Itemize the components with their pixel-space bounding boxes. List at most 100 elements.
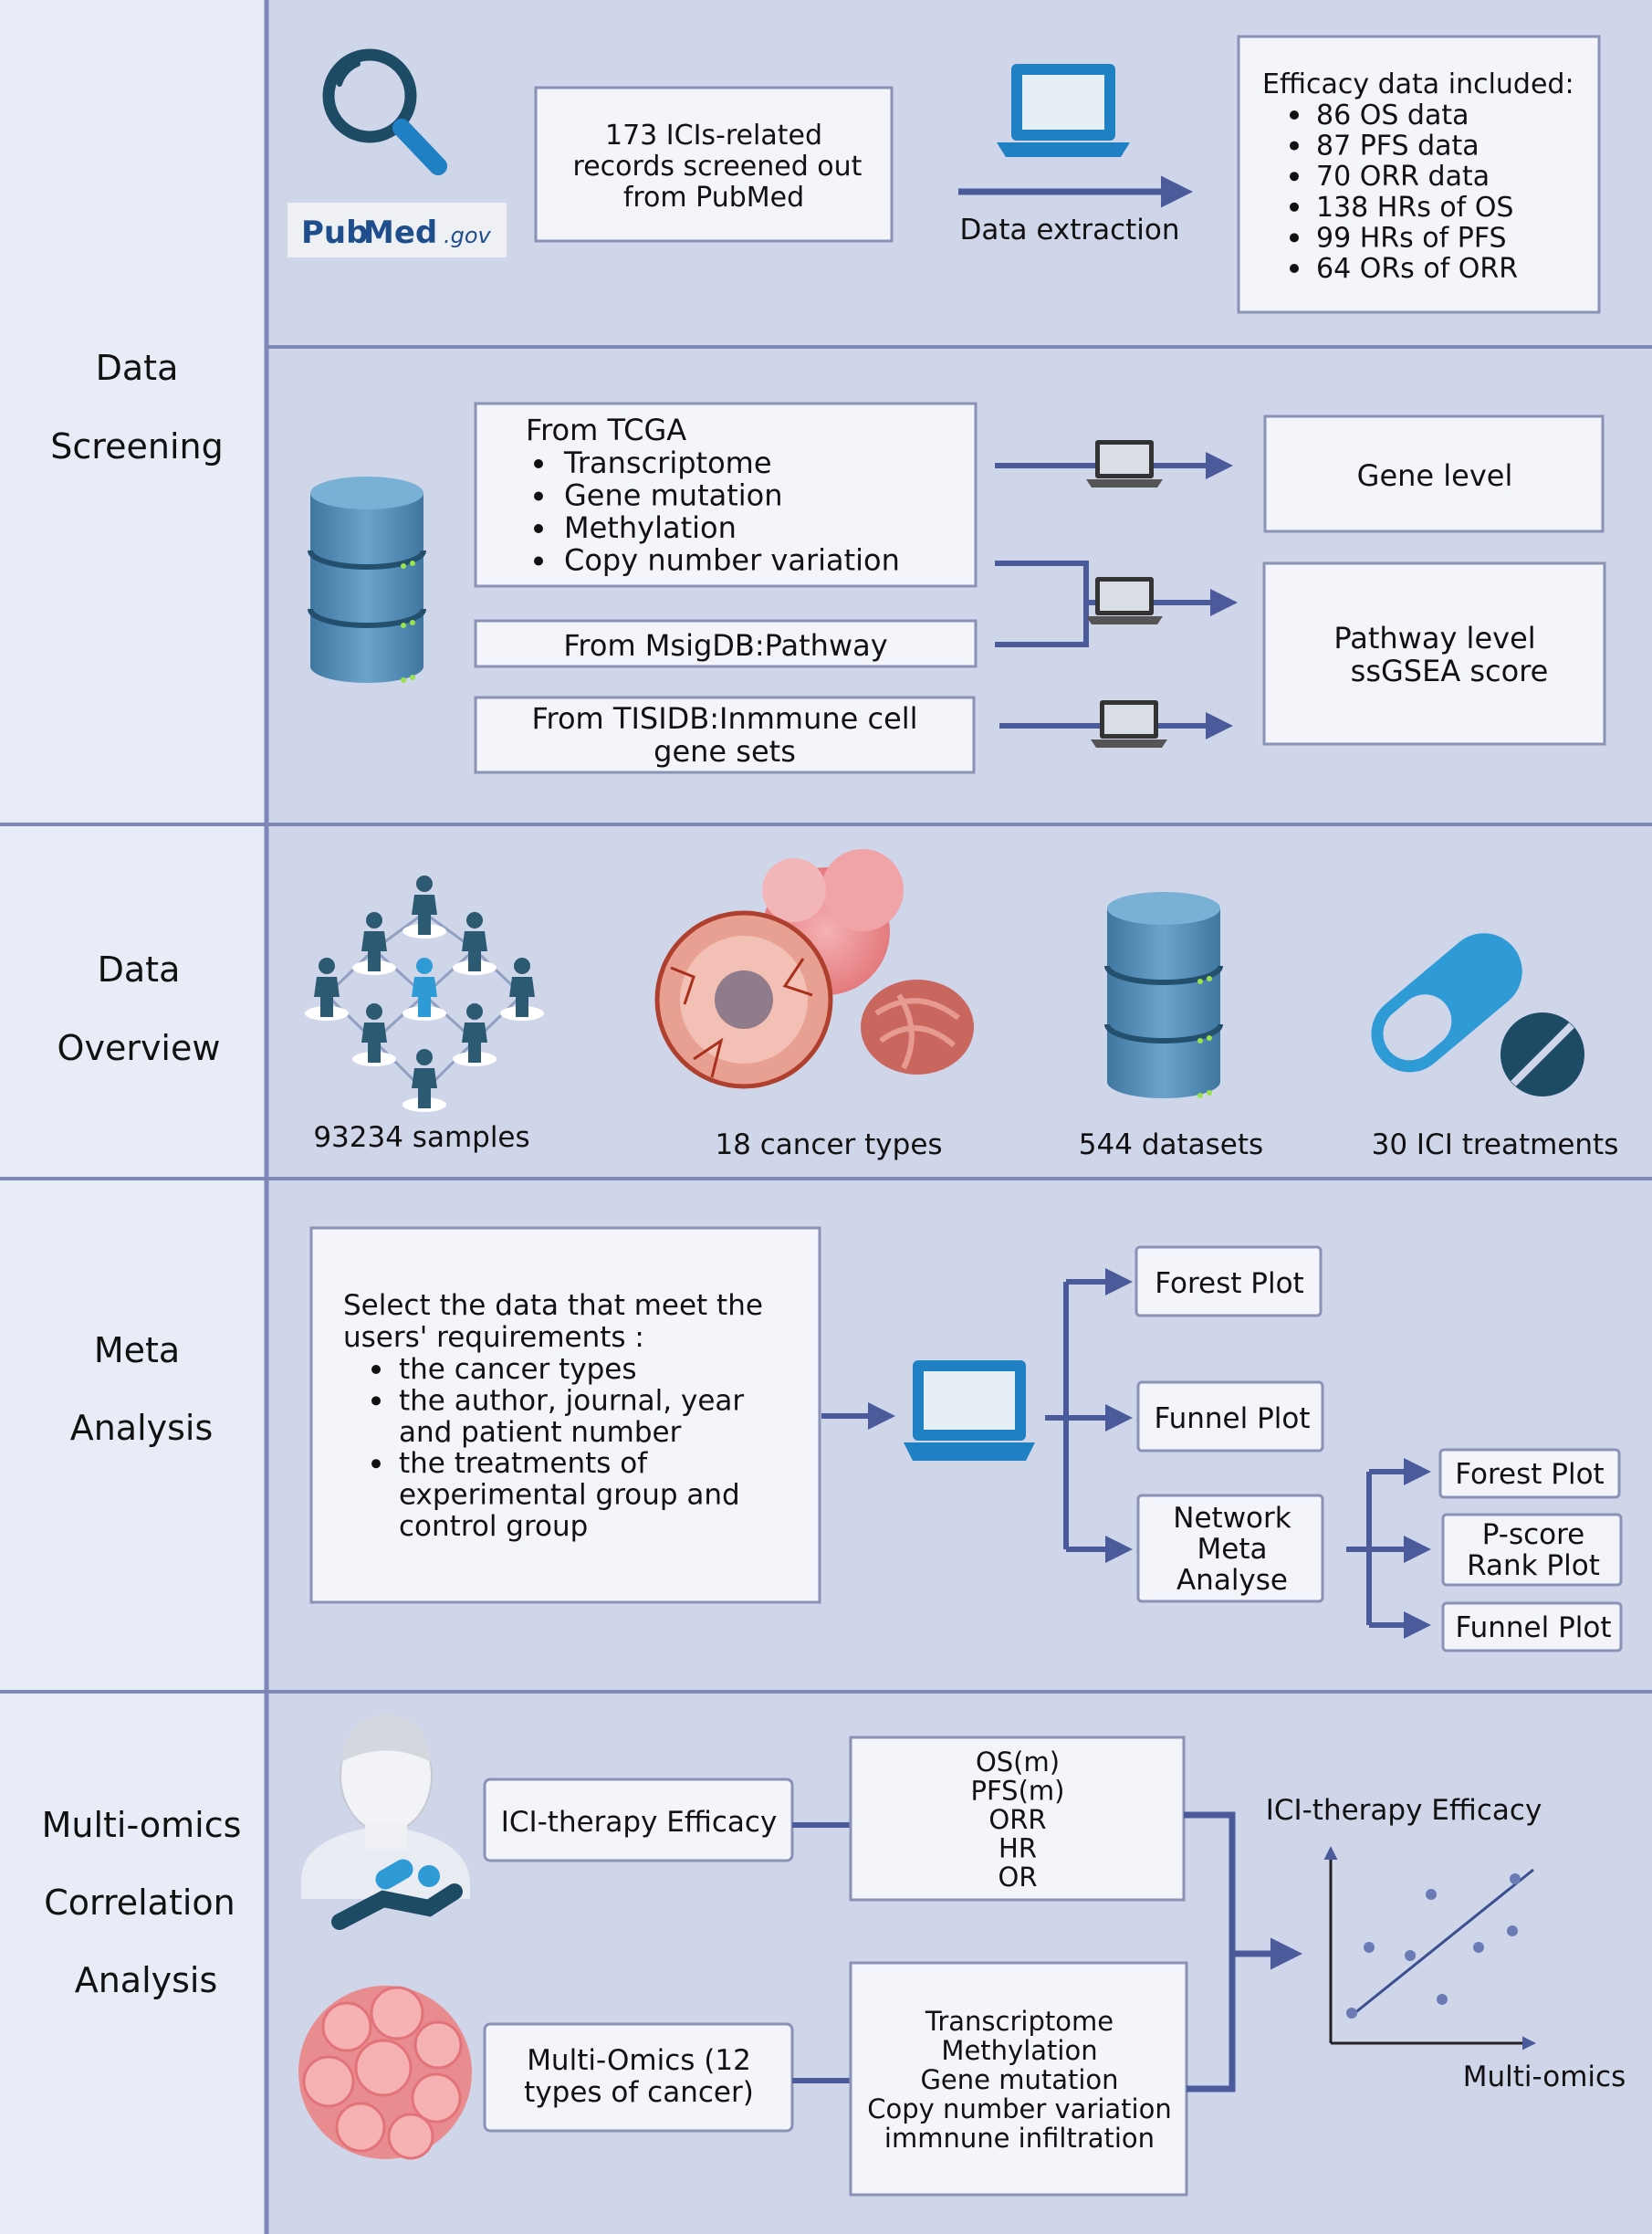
section-label-data-overview: Data Overview [58, 949, 221, 1068]
cancer-cells-icon [654, 849, 974, 1089]
forest-plot-box: Forest Plot [1134, 1245, 1323, 1317]
records-box: 173 ICIs-related records screened out fr… [534, 86, 894, 243]
omics-type: Copy number variation [867, 2093, 1171, 2124]
database-icon [1107, 892, 1220, 1098]
forest-plot-label: Forest Plot [1155, 1267, 1303, 1300]
network-meta-box: Network Meta Analyse [1136, 1494, 1324, 1603]
efficacy-item: 99 HRs of PFS [1316, 222, 1507, 254]
efficacy-metric: PFS(m) [971, 1776, 1065, 1807]
pscore-label: Rank Plot [1467, 1549, 1600, 1582]
label-line: Analysis [70, 1408, 214, 1448]
label-line: Data [96, 348, 179, 388]
meta-criteria-item: experimental group and [399, 1479, 740, 1512]
efficacy-item: 70 ORR data [1316, 161, 1490, 193]
select-data-box: Select the data that meet the users' req… [309, 1226, 821, 1604]
correlation-plot-ylabel: ICI-therapy Efficacy [1266, 1794, 1542, 1827]
bullet-dot [534, 459, 543, 468]
pill-icon [1371, 933, 1584, 1096]
efficacy-item: 86 OS data [1316, 100, 1469, 131]
patient-icon [301, 1715, 470, 1930]
pscore-label: P-score [1482, 1518, 1585, 1551]
bullet-dot [1290, 264, 1299, 273]
meta-criteria-item: the author, journal, year [399, 1384, 744, 1417]
tisidb-label: gene sets [653, 734, 796, 769]
multi-omics-box: Multi-Omics (12 types of cancer) [483, 2022, 794, 2133]
magnifier-icon [322, 48, 447, 175]
laptop-icon [1086, 440, 1163, 488]
pubmed-logo: Pub Med .gov [288, 203, 507, 257]
bullet-dot [1290, 233, 1299, 243]
scatter-point [1507, 1925, 1518, 1936]
laptop-icon [1091, 700, 1167, 748]
correlation-plot: ICI-therapy Efficacy Multi-omics [1266, 1794, 1626, 2093]
correlation-plot-xlabel: Multi-omics [1463, 2061, 1626, 2093]
bullet-dot [1290, 202, 1299, 212]
people-network-icon [305, 876, 544, 1112]
tcga-item: Methylation [564, 510, 737, 545]
meta-laptop-icon [904, 1360, 1035, 1461]
omics-type: Transcriptome [925, 2006, 1114, 2037]
nma-forest-plot-box: Forest Plot [1438, 1448, 1621, 1499]
nma-label: Network [1173, 1502, 1291, 1535]
scatter-point [1346, 2008, 1357, 2019]
omics-type: immnune infiltration [884, 2123, 1155, 2154]
efficacy-metric: ORR [988, 1804, 1046, 1835]
efficacy-metric: OS(m) [976, 1746, 1060, 1778]
meta-criteria-item: control group [399, 1510, 588, 1543]
gene-level-box: Gene level [1263, 414, 1605, 533]
scatter-point [1426, 1889, 1437, 1900]
multi-omics-label: types of cancer) [524, 2076, 754, 2109]
select-text: Select the data that meet the [343, 1289, 763, 1322]
efficacy-title: Efficacy data included: [1262, 68, 1574, 100]
efficacy-item: 64 ORs of ORR [1316, 253, 1518, 285]
records-text: records screened out [573, 151, 863, 183]
samples-label: 93234 samples [313, 1121, 529, 1154]
pubmed-logo-pub: Pub [301, 215, 368, 251]
label-line: Overview [58, 1028, 221, 1068]
scatter-points [1346, 1873, 1521, 2019]
bullet-dot [371, 1459, 381, 1469]
section-label-meta-analysis: Meta Analysis [70, 1330, 214, 1448]
bullet-dot [534, 524, 543, 533]
label-line: Data [98, 949, 181, 990]
label-line: Analysis [75, 1960, 218, 2000]
cancer-cluster-icon [298, 1986, 472, 2160]
ici-efficacy-label: ICI-therapy Efficacy [501, 1806, 778, 1839]
gene-level-label: Gene level [1357, 458, 1513, 493]
tisidb-label: From TISIDB:Inmmune cell [531, 701, 917, 736]
pathway-level-label: Pathway level [1333, 621, 1535, 656]
section-label-data-screening: Data Screening [50, 348, 223, 467]
tisidb-box: From TISIDB:Inmmune cell gene sets [474, 696, 976, 774]
funnel-plot-label: Funnel Plot [1154, 1402, 1310, 1435]
label-line: Correlation [44, 1883, 235, 1923]
select-text: users' requirements : [343, 1321, 644, 1354]
multi-omics-label: Multi-Omics (12 [527, 2044, 751, 2077]
scatter-point [1437, 1994, 1448, 2005]
tcga-title: From TCGA [526, 413, 686, 447]
pubmed-logo-med: Med [363, 215, 437, 251]
pubmed-logo-gov: .gov [444, 223, 492, 248]
meta-criteria-item: the treatments of [399, 1447, 648, 1480]
efficacy-item: 138 HRs of OS [1316, 192, 1513, 224]
efficacy-metric: OR [999, 1862, 1038, 1893]
datasets-label: 544 datasets [1079, 1128, 1263, 1161]
database-icon [310, 477, 423, 683]
bullet-dot [371, 1396, 381, 1406]
scatter-point [1473, 1942, 1484, 1953]
scatter-point [1405, 1950, 1416, 1961]
efficacy-metric: HR [999, 1833, 1037, 1864]
bullet-dot [534, 491, 543, 501]
label-line: Multi-omics [42, 1805, 242, 1845]
ici-efficacy-box: ICI-therapy Efficacy [483, 1778, 794, 1862]
records-text: 173 ICIs-related [605, 120, 822, 152]
msigdb-box: From MsigDB:Pathway [474, 619, 978, 668]
scatter-point [1364, 1942, 1375, 1953]
nma-funnel-plot-box: Funnel Plot [1441, 1601, 1623, 1652]
